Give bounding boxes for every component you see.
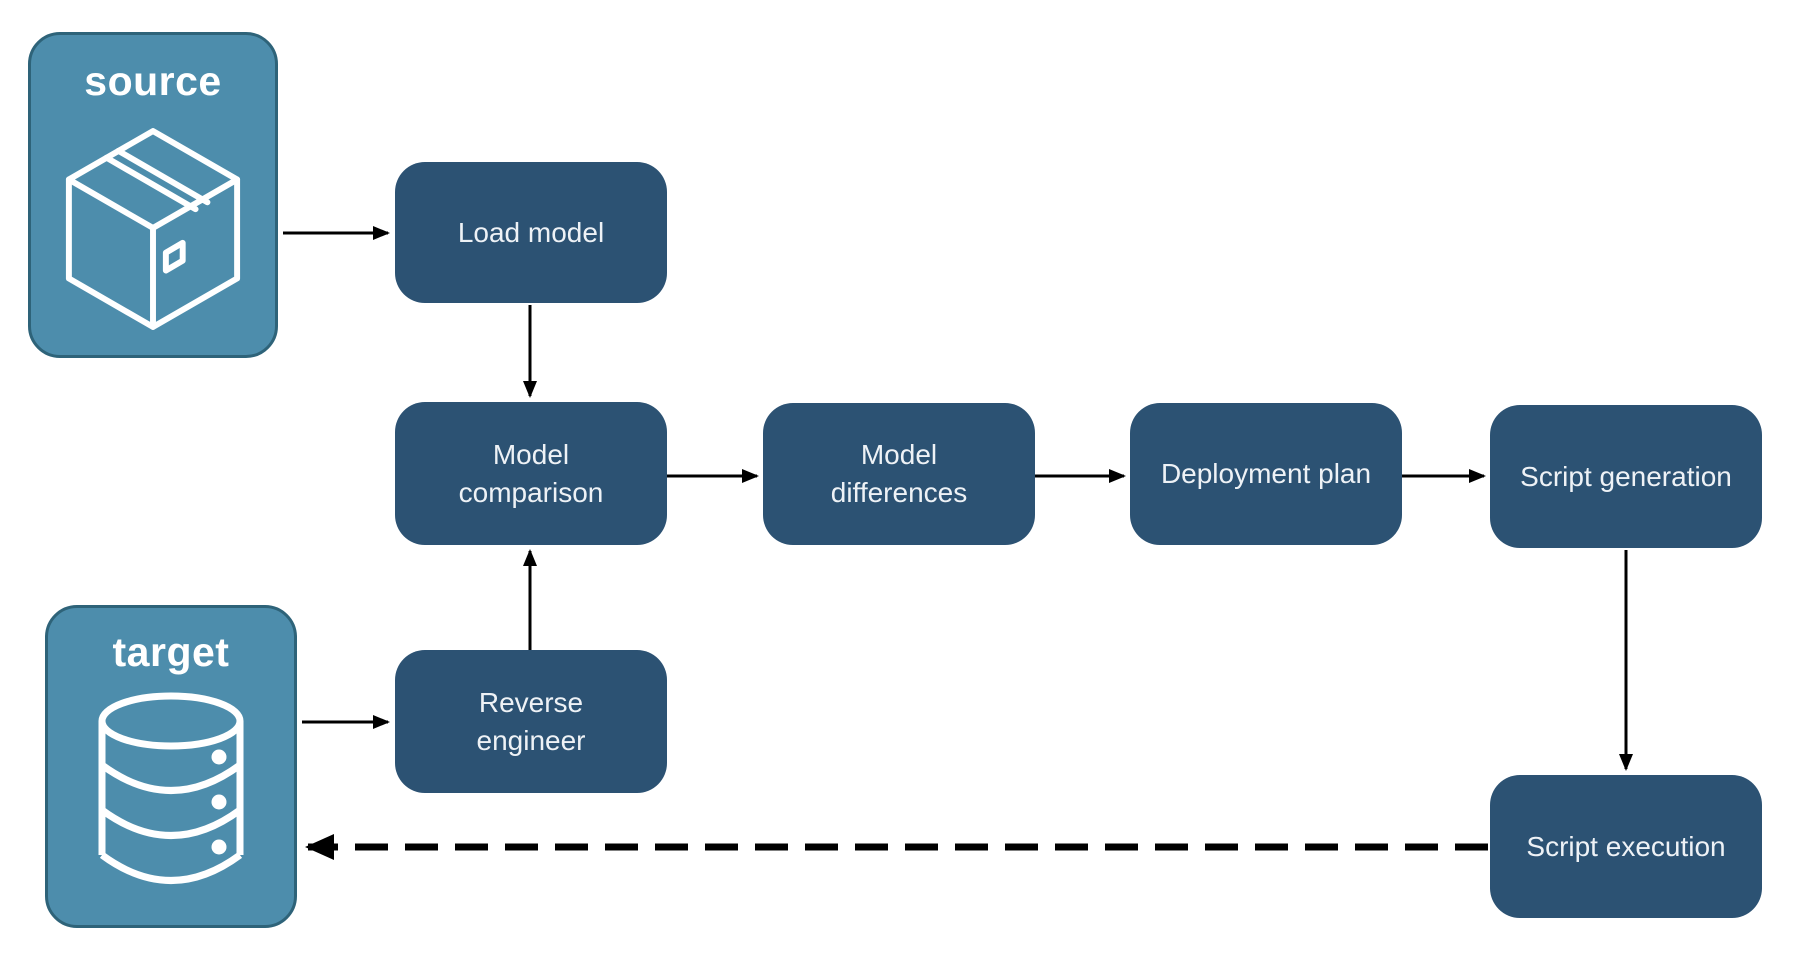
- node-script-execution: Script execution: [1490, 775, 1762, 918]
- node-model-differences: Model differences: [763, 403, 1035, 545]
- source-label: source: [84, 58, 222, 104]
- target-label: target: [112, 629, 230, 675]
- node-reverse-engineer: Reverse engineer: [395, 650, 667, 793]
- node-model-comparison: Model comparison: [395, 402, 667, 545]
- source-container: source: [28, 32, 278, 358]
- package-icon: [59, 124, 247, 335]
- database-icon: [95, 691, 247, 890]
- node-deployment-plan: Deployment plan: [1130, 403, 1402, 545]
- target-container: target: [45, 605, 297, 928]
- node-load-model: Load model: [395, 162, 667, 303]
- node-script-generation: Script generation: [1490, 405, 1762, 548]
